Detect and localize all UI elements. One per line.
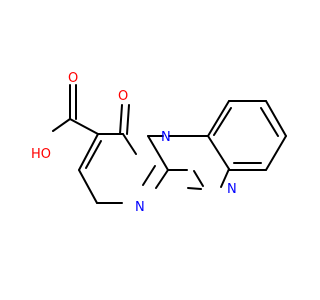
hydroxyl-label: HO <box>31 147 51 162</box>
molecule-structure: O O HO N N N <box>31 71 287 215</box>
bridge-nitrogen-label: N <box>161 130 171 145</box>
upper-nitrogen-label: N <box>227 182 237 197</box>
acid-oxygen-label: O <box>68 71 78 86</box>
carbonyl-oxygen-label: O <box>118 89 128 104</box>
lower-nitrogen-label: N <box>135 200 145 215</box>
atom-labels: O O HO N N N <box>31 71 237 215</box>
bond-lines <box>52 84 287 204</box>
